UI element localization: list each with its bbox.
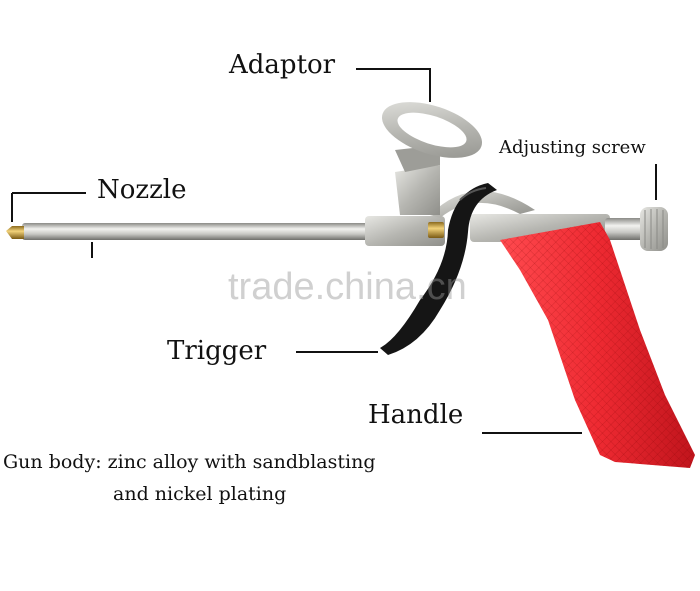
nozzle-leader-top — [11, 192, 86, 222]
adaptor-leader — [356, 68, 431, 102]
watermark-text: trade.china.cn — [228, 266, 467, 308]
adaptor-part — [381, 102, 483, 215]
red-handle — [500, 222, 695, 468]
leader-lines — [11, 68, 657, 434]
nozzle-tip — [6, 226, 24, 239]
handle-label: Handle — [368, 400, 464, 430]
gun-body-description-line2: and nickel plating — [113, 483, 287, 505]
adaptor-label: Adaptor — [229, 50, 336, 80]
gun-body-description-line1: Gun body: zinc alloy with sandblasting — [3, 451, 376, 473]
barrel — [22, 223, 377, 240]
nozzle-label: Nozzle — [97, 175, 187, 205]
black-trigger — [380, 183, 497, 355]
adjusting-screw-knob — [640, 207, 668, 251]
trigger-label: Trigger — [167, 336, 267, 366]
adjusting-screw-label: Adjusting screw — [499, 137, 646, 158]
